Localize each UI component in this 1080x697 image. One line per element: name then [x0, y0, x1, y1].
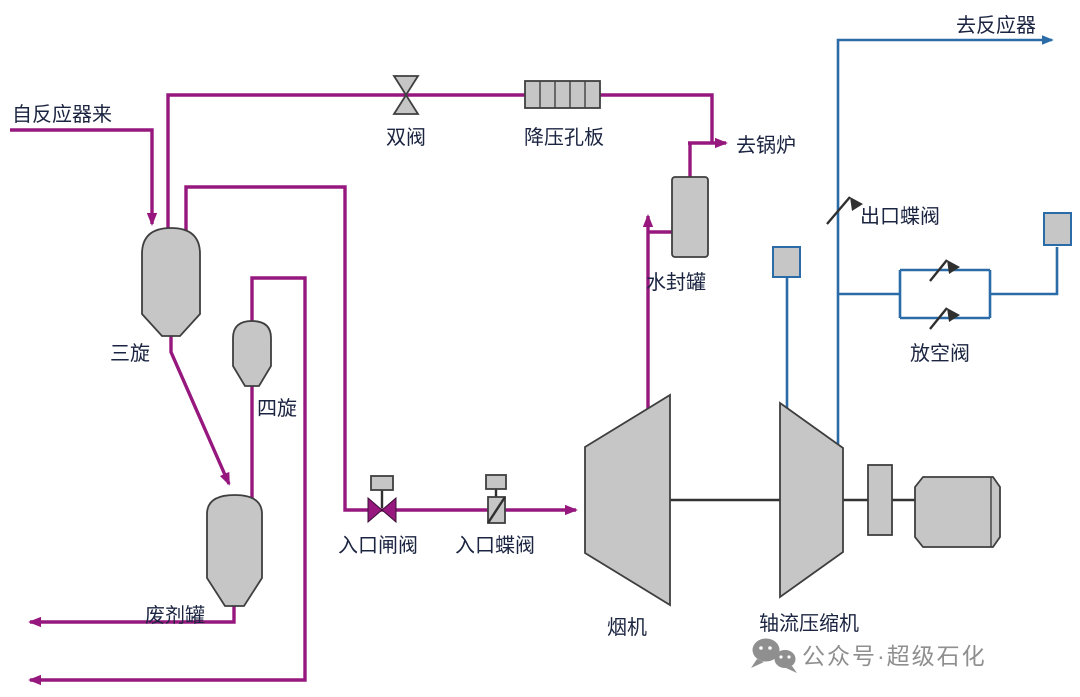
third-cyclone-vessel [141, 227, 201, 337]
motor-body [914, 476, 1001, 548]
pipe-fourth-cyclone-vent [28, 276, 307, 686]
intake-silencer [772, 246, 801, 278]
orifice-plate-body [524, 80, 601, 109]
butterfly-valve-actuator [485, 474, 507, 490]
vent-valve-top-symbol [929, 259, 960, 282]
pipe-bypass-line [166, 93, 714, 232]
air-piping [785, 35, 1059, 444]
label-outlet-butterfly-valve: 出口蝶阀 [860, 206, 940, 228]
label-to-boiler: 去锅炉 [736, 135, 796, 157]
label-third-stage-cyclone: 三旋 [110, 343, 150, 365]
inlet-butterfly-valve-symbol [485, 474, 507, 524]
motor [914, 476, 1001, 548]
flue-gas-turbine-body [584, 393, 671, 607]
vent-valve-bottom-symbol [929, 307, 960, 330]
double-valve-symbol [392, 75, 420, 115]
pipe-vent-to-silencer [990, 247, 1059, 296]
equipment [141, 80, 1072, 607]
axial-compressor-body [779, 401, 844, 599]
outlet-butterfly-valve-symbol [826, 196, 863, 225]
watermark-text: 公众号·超级石化 [802, 643, 987, 669]
orifice-plate [524, 80, 601, 109]
pipe-third-cyclone-dust [169, 334, 231, 486]
fourth-cyclone-vessel [232, 320, 272, 387]
pipe-spent-agent-out [28, 604, 236, 628]
vent-silencer [1043, 212, 1072, 246]
label-axial-compressor: 轴流压缩机 [759, 613, 859, 635]
spent-agent-tank-vessel [206, 494, 263, 607]
inlet-gate-valve-symbol [367, 475, 397, 524]
label-inlet-butterfly-valve: 入口蝶阀 [455, 535, 535, 557]
water-seal-tank-vessel [671, 176, 709, 258]
label-double-valve: 双阀 [386, 127, 426, 149]
label-orifice-plate: 降压孔板 [524, 127, 604, 149]
valves [367, 75, 960, 524]
gate-valve-actuator [370, 475, 394, 491]
label-spent-agent-tank: 废剂罐 [145, 605, 205, 627]
wechat-icon [751, 638, 797, 673]
flue-gas-piping [10, 93, 728, 686]
label-fourth-stage-cyclone: 四旋 [257, 398, 297, 420]
label-to-reactor: 去反应器 [956, 15, 1036, 37]
gearbox [867, 464, 893, 536]
label-water-seal-tank: 水封罐 [646, 272, 706, 294]
pipe-from-reactor [10, 128, 158, 226]
label-vent-valve: 放空阀 [910, 343, 970, 365]
label-inlet-gate-valve: 入口闸阀 [338, 535, 418, 557]
label-flue-gas-turbine: 烟机 [607, 617, 647, 639]
pipe-turbine-inlet [184, 185, 578, 516]
label-from-reactor: 自反应器来 [12, 104, 112, 126]
pipe-compressor-discharge [836, 35, 1054, 444]
